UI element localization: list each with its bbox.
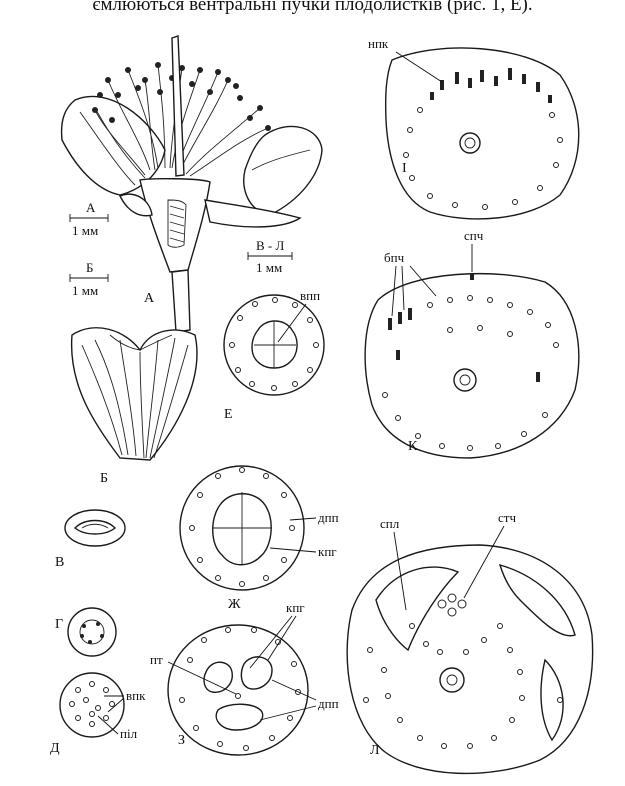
section-e [224,295,324,395]
scale-b-letter: Б [86,260,93,275]
section-zh [180,466,304,590]
panel-label-d: Д [50,741,60,756]
annotation-pt: пт [150,652,163,667]
panel-label-b: Б [100,471,108,486]
annotation-vpp: впп [300,288,320,303]
scale-vl-value: 1 мм [256,260,282,275]
annotation-pil: піл [120,726,138,741]
annotation-spl: спл [380,516,400,531]
section-v [65,510,125,546]
section-k [365,274,579,458]
scale-bar-b: Б 1 мм [70,260,108,298]
panel-label-v: В [55,555,64,570]
panel-label-g: Г [55,617,63,632]
annotation-kpg-z: кпг [286,600,305,615]
annotation-npk: нпк [368,36,389,51]
annotation-kpg-zh: кпг [318,544,337,559]
section-d [60,673,124,737]
panel-label-z: З [178,733,185,748]
annotation-dpp-z: дпп [318,696,339,711]
annotation-dpp-zh: дпп [318,510,339,525]
bud-drawing-b [72,328,197,460]
panel-label-a: А [144,291,155,306]
section-g [68,608,116,656]
scale-b-value: 1 мм [72,283,98,298]
annotation-vpk: впк [126,688,146,703]
panel-label-i: І [402,161,407,176]
scale-a-letter: А [86,200,96,215]
flower-drawing-a [62,36,322,332]
scale-bar-v-l: В - Л 1 мм [248,238,292,275]
panel-label-k: К [408,439,418,454]
section-l [347,545,592,773]
scale-a-value: 1 мм [72,223,98,238]
annotation-spch: спч [464,228,484,243]
panel-label-l: Л [370,743,380,758]
panel-label-e: Е [224,407,233,422]
scale-vl-letter: В - Л [256,238,285,253]
panel-label-zh: Ж [228,597,241,612]
annotation-bpch: бпч [384,250,405,265]
section-i [386,48,579,219]
scale-bar-a: А 1 мм [70,200,108,238]
section-z [168,625,308,755]
annotation-stch: стч [498,510,516,525]
